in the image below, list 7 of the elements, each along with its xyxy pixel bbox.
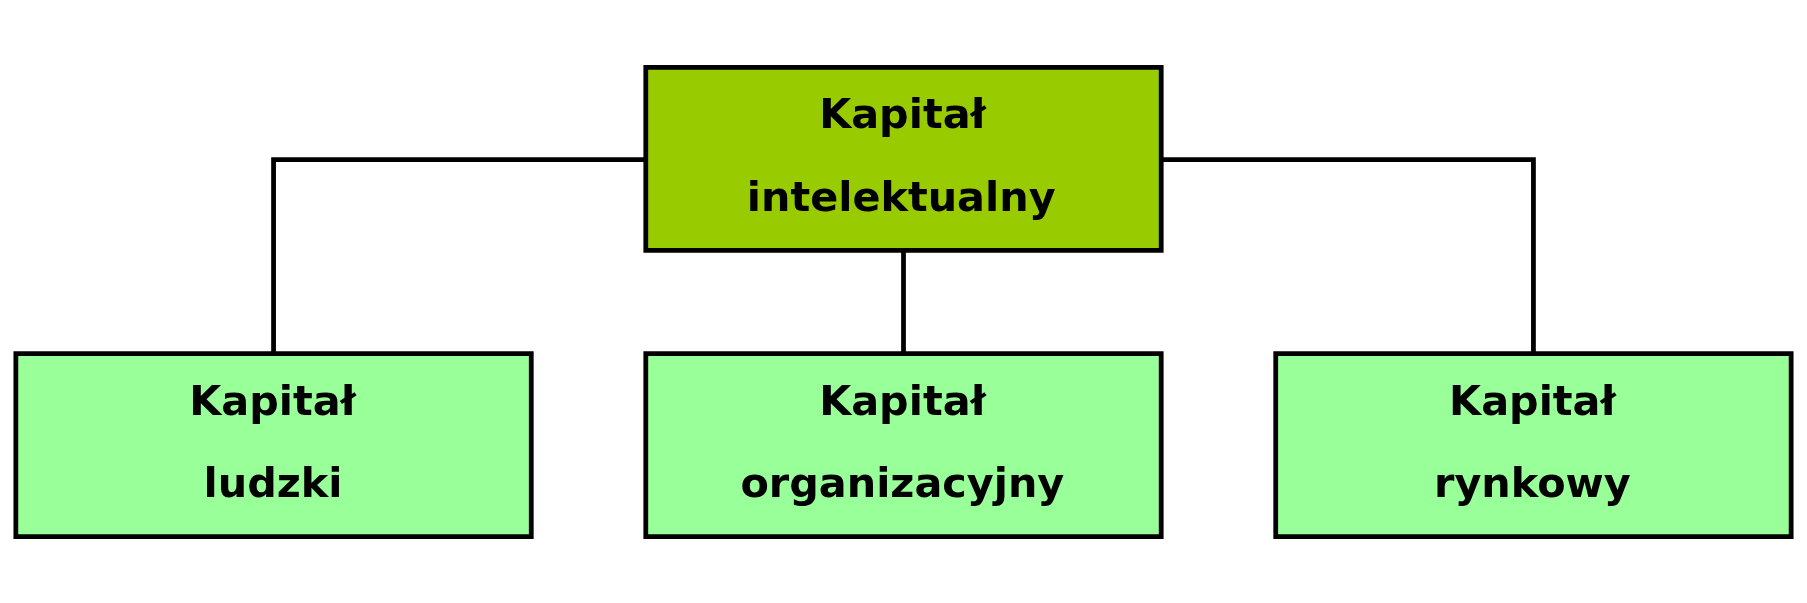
connector (1161, 156, 1536, 353)
node-box: Kapitał intelektualny (643, 64, 1164, 253)
connector (271, 156, 646, 353)
connector (901, 250, 906, 354)
node-box: Kapitał ludzki (13, 350, 534, 539)
node-box: Kapitał organizacyjny (643, 350, 1164, 539)
node-box: Kapitał rynkowy (1273, 350, 1794, 539)
